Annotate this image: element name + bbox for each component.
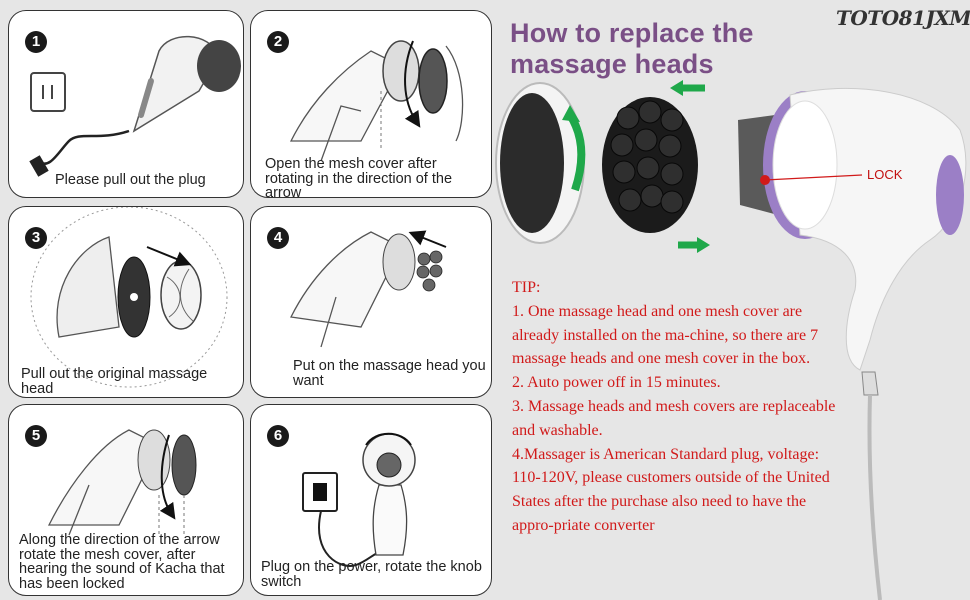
step-1-caption: Please pull out the plug [55, 172, 206, 188]
step-6-panel: 6 Plug on the power, rotate the knob swi… [250, 404, 492, 596]
step-4-panel: 4 Put on the massage head you want [250, 206, 492, 398]
brand-logo: TOTO81JXM [836, 6, 970, 30]
mesh-cover-image [495, 82, 585, 244]
step-3-caption: Pull out the original massage head [21, 366, 208, 397]
step-5-caption: Along the direction of the arrow rotate … [19, 532, 225, 592]
step-2-number: 2 [267, 31, 289, 53]
tip-heading: TIP: [512, 279, 541, 296]
tip-item: 3. Massage heads and mesh covers are rep… [512, 397, 836, 439]
step-3-number: 3 [25, 227, 47, 249]
lock-label: LOCK [867, 167, 903, 182]
step-2-panel: 2 Open the mesh cover after rotating in … [250, 10, 492, 198]
step-1-number: 1 [25, 31, 47, 53]
lock-mesh-cover-illustration [47, 429, 197, 536]
green-rotate-arrow-icon [566, 112, 586, 192]
tip-item: 2. Auto power off in 15 minutes. [512, 374, 721, 392]
step-5-number: 5 [25, 425, 47, 447]
open-mesh-cover-illustration [289, 40, 464, 162]
step-4-caption: Put on the massage head you want [293, 358, 486, 389]
plug-in-illustration [302, 432, 416, 567]
step-6-caption: Plug on the power, rotate the knob switc… [261, 559, 482, 590]
tip-section: TIP: 1. One massage head and one mesh co… [512, 276, 842, 538]
pull-out-head-illustration [30, 207, 228, 388]
step-2-caption: Open the mesh cover after rotating in th… [265, 156, 453, 198]
step-3-panel: 3 Pull out the original massage head [8, 206, 244, 398]
lock-indicator-dot [760, 175, 770, 185]
step-5-panel: 5 Along the direction of the arrow rotat… [8, 404, 244, 596]
put-on-head-illustration [290, 230, 447, 348]
massage-head-image [602, 97, 698, 233]
tip-item: 4.Massager is American Standard plug, vo… [512, 445, 830, 534]
step-6-number: 6 [267, 425, 289, 447]
page-title: How to replace the massage heads [510, 18, 754, 79]
step-4-number: 4 [267, 227, 289, 249]
unplug-illustration [29, 35, 241, 177]
massage-head-nubs [416, 250, 443, 292]
tip-item: 1. One massage head and one mesh cover a… [512, 302, 819, 368]
step-1-panel: 1 Please pull out the plug [8, 10, 244, 198]
